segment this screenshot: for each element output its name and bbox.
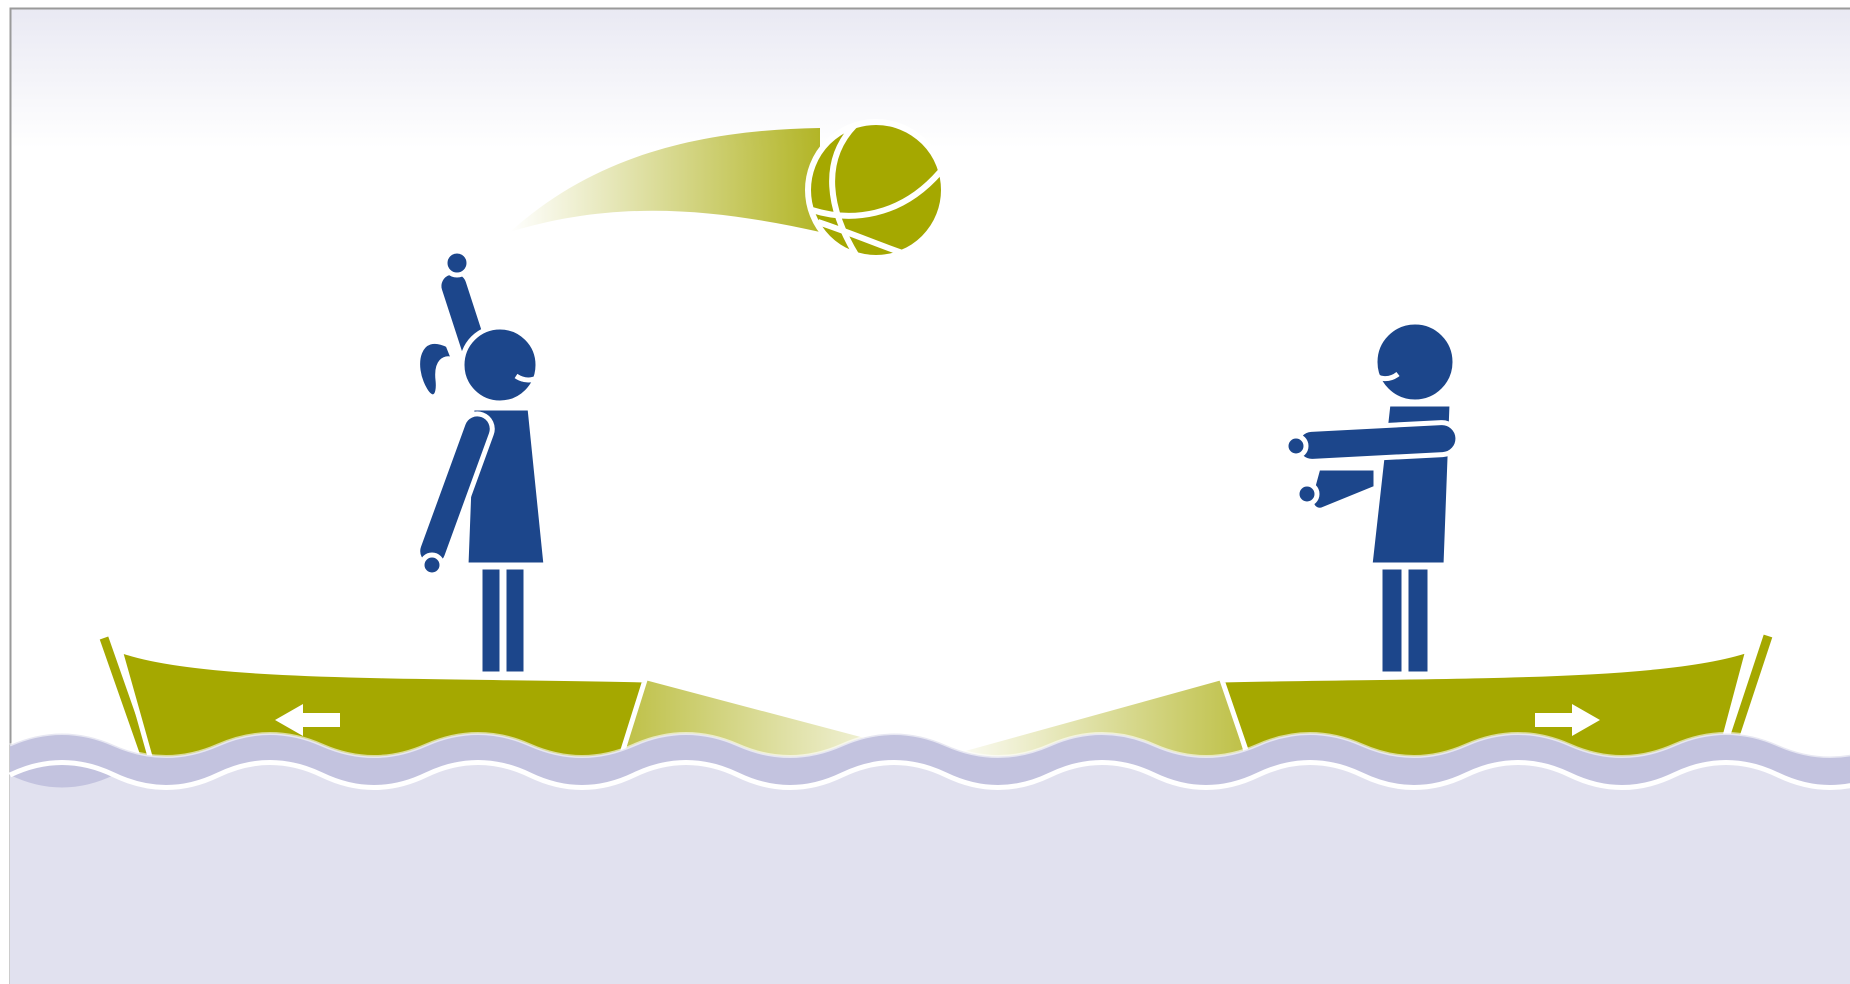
water <box>10 734 1850 984</box>
ball <box>808 122 944 258</box>
